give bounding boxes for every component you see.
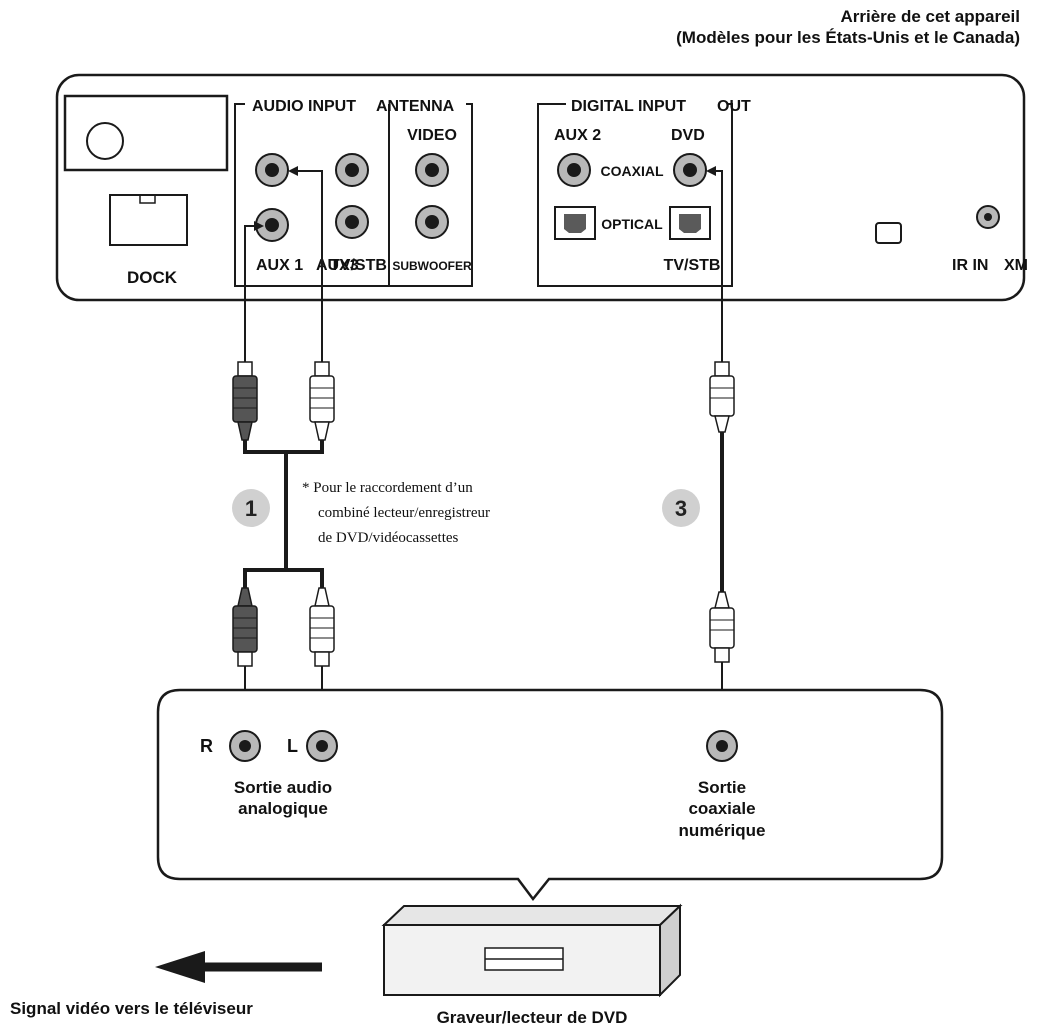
coax-plug-bottom bbox=[709, 591, 735, 663]
optical-jack-tvstb bbox=[669, 206, 711, 240]
rca-jack-tvstb-r bbox=[335, 153, 369, 187]
rca-jack-subwoofer bbox=[415, 205, 449, 239]
audio-input-frame bbox=[234, 103, 473, 287]
coaxial-out-label-line2: coaxiale bbox=[688, 799, 755, 818]
tvstb-label: TV/STB bbox=[330, 257, 387, 274]
optical-label: OPTICAL bbox=[601, 216, 663, 232]
rca-plug-bottom-red bbox=[232, 587, 258, 667]
dock-notch bbox=[139, 194, 156, 204]
digital-tvstb-label: TV/STB bbox=[664, 257, 721, 274]
audio-input-label: AUDIO INPUT bbox=[252, 98, 356, 115]
analog-out-label-line1: Sortie audio bbox=[234, 778, 332, 797]
rca-plug-bottom-white bbox=[309, 587, 335, 667]
out-label: OUT bbox=[717, 98, 751, 115]
rca-plug-top-white bbox=[309, 361, 335, 441]
xm-label: XM bbox=[1004, 257, 1028, 274]
video-signal-label: Signal vidéo vers le téléviseur bbox=[10, 999, 253, 1018]
analog-audio-cable bbox=[232, 166, 335, 724]
l-channel-label: L bbox=[287, 736, 298, 756]
subwoofer-label: SUBWOOFER bbox=[392, 259, 472, 273]
dvd-recorder-icon bbox=[381, 903, 683, 998]
svg-text:3: 3 bbox=[675, 496, 687, 521]
coaxial-out-label-line3: numérique bbox=[679, 821, 766, 840]
digital-input-frame bbox=[537, 103, 733, 287]
footnote-line2: combiné lecteur/enregistreur bbox=[318, 505, 490, 521]
small-switch bbox=[875, 222, 902, 244]
aux2-label: AUX 2 bbox=[554, 127, 601, 144]
analog-out-label-line2: analogique bbox=[238, 799, 328, 818]
r-channel-label: R bbox=[200, 736, 213, 756]
device-callout bbox=[156, 688, 944, 902]
analog-out-jack-l bbox=[306, 730, 338, 762]
aux1-label: AUX 1 bbox=[256, 257, 303, 274]
rca-jack-aux1 bbox=[255, 208, 289, 242]
footnote-line1: * Pour le raccordement d’un bbox=[302, 480, 473, 496]
rca-jack-video bbox=[415, 153, 449, 187]
video-label: VIDEO bbox=[407, 127, 457, 144]
analog-out-jack-r bbox=[229, 730, 261, 762]
aux3-label: AUX3 bbox=[316, 257, 359, 274]
coaxial-jack-aux2 bbox=[557, 153, 591, 187]
fan-icon bbox=[86, 122, 124, 160]
svg-text:1: 1 bbox=[245, 496, 257, 521]
digital-input-label: DIGITAL INPUT bbox=[571, 98, 686, 115]
footnote-line3: de DVD/vidéocassettes bbox=[318, 530, 459, 546]
coaxial-label: COAXIAL bbox=[601, 163, 664, 179]
coax-plug-top bbox=[709, 361, 735, 433]
device-name: Graveur/lecteur de DVD bbox=[437, 1008, 628, 1027]
rca-jack-aux3-r bbox=[255, 153, 289, 187]
ir-in-jack bbox=[976, 205, 1000, 229]
ir-in-label: IR IN bbox=[952, 257, 988, 274]
antenna-label: ANTENNA bbox=[376, 98, 455, 115]
cable-badge-3: 3 bbox=[662, 489, 700, 527]
rear-panel bbox=[55, 73, 1026, 302]
header-subtitle: (Modèles pour les États-Unis et le Canad… bbox=[676, 28, 1020, 47]
coaxial-out-label-line1: Sortie bbox=[698, 778, 746, 797]
dvd-label: DVD bbox=[671, 127, 705, 144]
rca-jack-tvstb-l bbox=[335, 205, 369, 239]
rca-plug-top-red bbox=[232, 361, 258, 441]
fan-outline bbox=[63, 94, 229, 172]
dock-label: DOCK bbox=[127, 268, 178, 287]
header-title: Arrière de cet appareil bbox=[840, 7, 1020, 26]
video-signal-arrow bbox=[155, 951, 322, 983]
coaxial-jack-dvd bbox=[673, 153, 707, 187]
coaxial-cable bbox=[706, 166, 735, 724]
cable-badge-1: 1 bbox=[232, 489, 270, 527]
coaxial-out-jack bbox=[706, 730, 738, 762]
optical-jack-aux2 bbox=[554, 206, 596, 240]
